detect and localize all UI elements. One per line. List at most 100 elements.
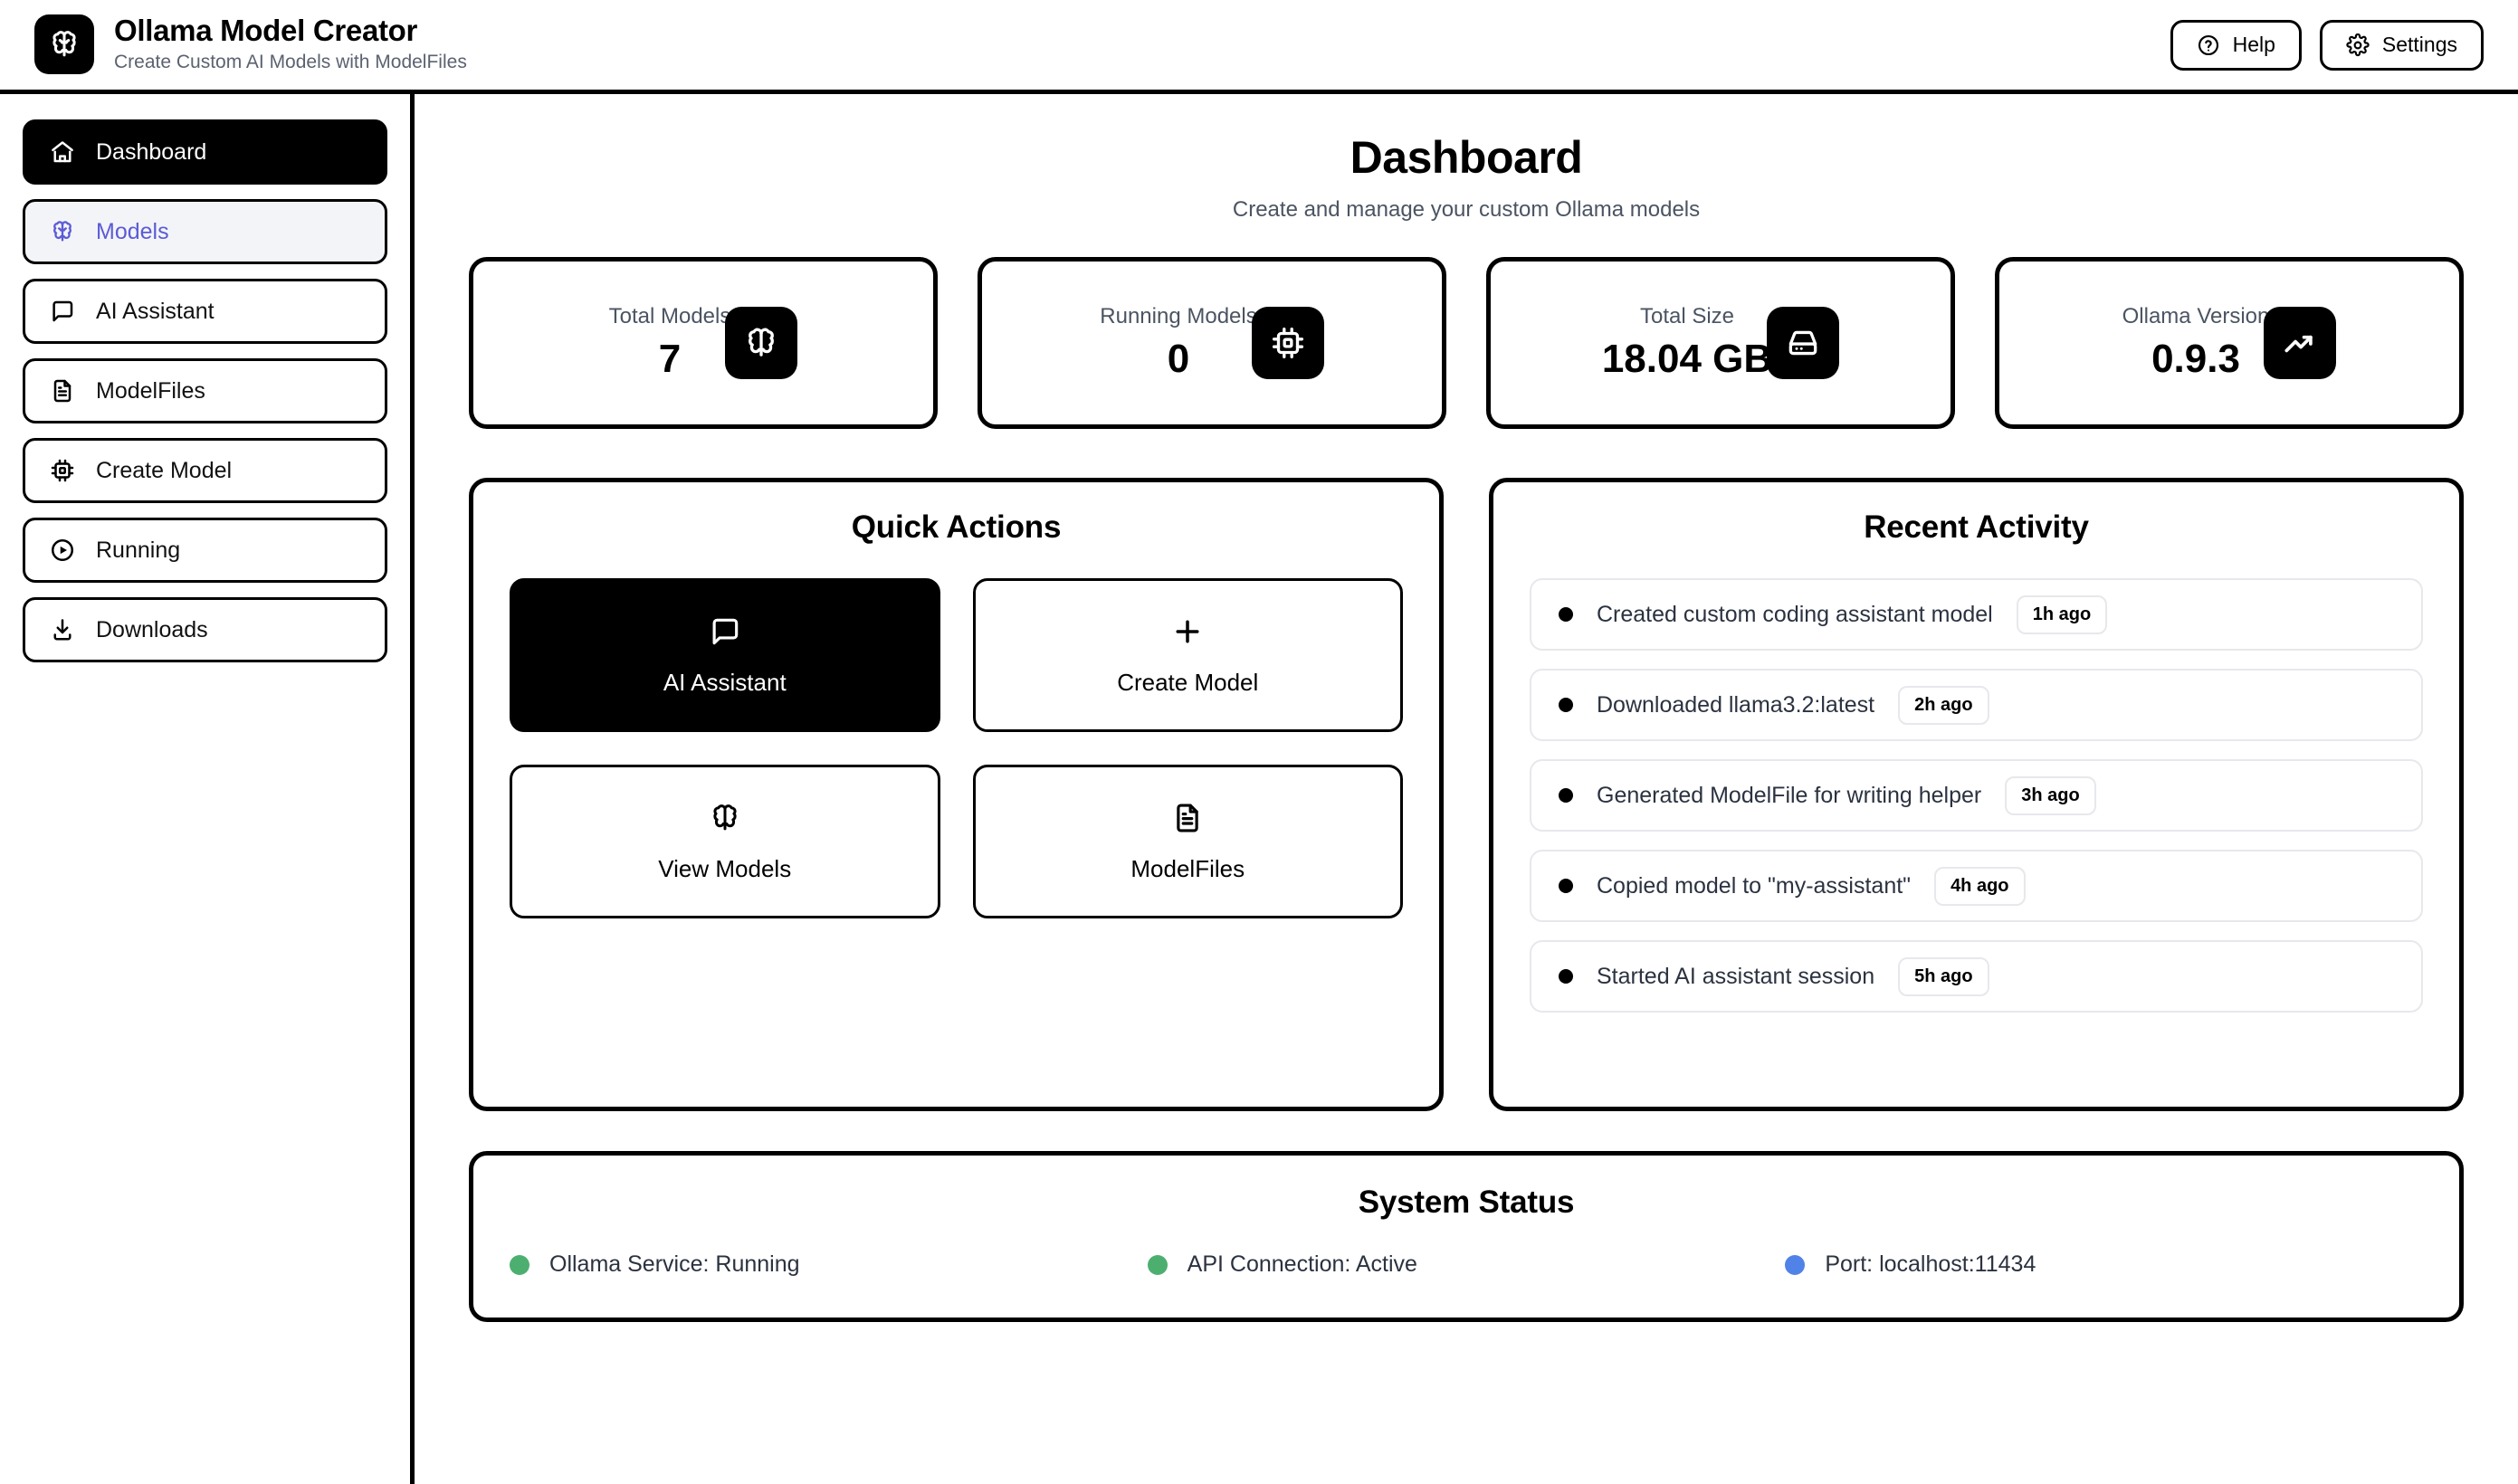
activity-text: Copied model to "my-assistant" xyxy=(1597,872,1912,899)
bullet-dot-icon xyxy=(1559,788,1573,803)
list-item[interactable]: Started AI assistant session 5h ago xyxy=(1530,940,2423,1013)
brain-icon xyxy=(49,218,76,245)
sidebar-item-label: Downloads xyxy=(96,616,208,642)
settings-button[interactable]: Settings xyxy=(2319,19,2484,71)
quick-action-create-model[interactable]: Create Model xyxy=(972,578,1403,732)
header-actions: Help Settings xyxy=(2170,19,2484,71)
quick-action-modelfiles[interactable]: ModelFiles xyxy=(972,765,1403,918)
bullet-dot-icon xyxy=(1559,607,1573,622)
app-header: Ollama Model Creator Create Custom AI Mo… xyxy=(0,0,2518,94)
chat-icon xyxy=(708,614,742,649)
sidebar: Dashboard Models AI Assistant xyxy=(0,94,415,1484)
brain-icon xyxy=(47,27,81,62)
status-dot-icon xyxy=(1147,1254,1168,1275)
stat-value: 7 xyxy=(658,336,682,381)
recent-activity-list: Created custom coding assistant model 1h… xyxy=(1530,578,2423,1013)
status-dot-icon xyxy=(1785,1254,1806,1275)
quick-action-label: Create Model xyxy=(1117,668,1259,696)
quick-action-label: View Models xyxy=(658,854,792,882)
help-button[interactable]: Help xyxy=(2170,19,2302,71)
sidebar-item-modelfiles[interactable]: ModelFiles xyxy=(23,358,387,423)
system-status-panel: System Status Ollama Service: Running AP… xyxy=(469,1151,2464,1322)
panels-row: Quick Actions AI Assistant xyxy=(469,478,2464,1111)
app-shell: Dashboard Models AI Assistant xyxy=(0,94,2518,1484)
system-status-title: System Status xyxy=(1358,1184,1575,1220)
activity-time-badge: 4h ago xyxy=(1934,866,2026,906)
stat-value: 18.04 GB xyxy=(1601,336,1773,381)
list-item[interactable]: Copied model to "my-assistant" 4h ago xyxy=(1530,850,2423,922)
activity-time-badge: 3h ago xyxy=(2005,775,2096,815)
brand-text: Ollama Model Creator Create Custom AI Mo… xyxy=(114,14,467,74)
list-item[interactable]: Downloaded llama3.2:latest 2h ago xyxy=(1530,669,2423,741)
stat-value: 0.9.3 xyxy=(2151,336,2240,381)
trending-up-icon xyxy=(2264,306,2337,379)
stats-row: Total Models 7 Running Model xyxy=(469,257,2464,429)
quick-actions-grid: AI Assistant Create Model xyxy=(510,578,1403,918)
stat-value: 0 xyxy=(1167,336,1190,381)
stat-label: Total Models xyxy=(608,303,731,328)
app-subtitle: Create Custom AI Models with ModelFiles xyxy=(114,52,467,73)
brain-icon xyxy=(708,801,742,835)
app-logo xyxy=(34,14,94,75)
quick-actions-title: Quick Actions xyxy=(851,509,1062,545)
sidebar-item-ai-assistant[interactable]: AI Assistant xyxy=(23,279,387,344)
hard-drive-icon xyxy=(1767,306,1840,379)
list-item[interactable]: Created custom coding assistant model 1h… xyxy=(1530,578,2423,651)
status-dot-icon xyxy=(510,1254,529,1275)
status-item-port: Port: localhost:11434 xyxy=(1785,1251,2423,1278)
bullet-dot-icon xyxy=(1559,879,1573,893)
chat-icon xyxy=(49,298,76,325)
home-icon xyxy=(49,138,76,166)
page-header: Dashboard Create and manage your custom … xyxy=(469,130,2464,223)
stat-label: Total Size xyxy=(1639,303,1735,328)
plus-icon xyxy=(1170,614,1205,649)
quick-action-label: ModelFiles xyxy=(1130,854,1245,882)
file-text-icon xyxy=(49,377,76,404)
activity-text: Created custom coding assistant model xyxy=(1597,601,1993,627)
sidebar-item-models[interactable]: Models xyxy=(23,199,387,264)
status-item-api-connection: API Connection: Active xyxy=(1147,1251,1786,1278)
activity-text: Generated ModelFile for writing helper xyxy=(1597,782,1982,808)
brain-icon xyxy=(725,306,798,379)
cpu-chip-icon xyxy=(49,457,76,484)
sidebar-item-dashboard[interactable]: Dashboard xyxy=(23,119,387,185)
activity-text: Downloaded llama3.2:latest xyxy=(1597,691,1875,718)
page-title: Dashboard xyxy=(1350,132,1583,183)
quick-action-view-models[interactable]: View Models xyxy=(510,765,940,918)
help-button-label: Help xyxy=(2232,33,2275,56)
recent-activity-panel: Recent Activity Created custom coding as… xyxy=(1489,478,2464,1111)
recent-activity-title: Recent Activity xyxy=(1864,509,2089,545)
sidebar-item-label: AI Assistant xyxy=(96,298,215,324)
status-text: Ollama Service: Running xyxy=(549,1251,800,1277)
quick-action-label: AI Assistant xyxy=(663,668,787,696)
sidebar-item-label: Create Model xyxy=(96,457,233,483)
sidebar-item-running[interactable]: Running xyxy=(23,518,387,583)
bullet-dot-icon xyxy=(1559,698,1573,712)
quick-action-ai-assistant[interactable]: AI Assistant xyxy=(510,578,940,732)
list-item[interactable]: Generated ModelFile for writing helper 3… xyxy=(1530,759,2423,832)
activity-time-badge: 2h ago xyxy=(1898,685,1989,725)
download-icon xyxy=(49,616,76,643)
stat-card-ollama-version: Ollama Version 0.9.3 xyxy=(1995,257,2464,429)
status-item-ollama-service: Ollama Service: Running xyxy=(510,1251,1148,1278)
quick-actions-panel: Quick Actions AI Assistant xyxy=(469,478,1444,1111)
play-circle-icon xyxy=(49,537,76,564)
system-status-row: Ollama Service: Running API Connection: … xyxy=(510,1251,2423,1278)
status-text: API Connection: Active xyxy=(1187,1251,1417,1277)
sidebar-item-create-model[interactable]: Create Model xyxy=(23,438,387,503)
sidebar-item-downloads[interactable]: Downloads xyxy=(23,597,387,662)
sidebar-item-label: Models xyxy=(96,218,169,244)
bullet-dot-icon xyxy=(1559,969,1573,984)
sidebar-item-label: Dashboard xyxy=(96,138,207,165)
stat-card-total-models: Total Models 7 xyxy=(469,257,938,429)
page-subtitle: Create and manage your custom Ollama mod… xyxy=(1232,197,1701,222)
activity-text: Started AI assistant session xyxy=(1597,963,1875,989)
app-title: Ollama Model Creator xyxy=(114,14,418,48)
stat-label: Running Models xyxy=(1100,303,1257,328)
stat-label: Ollama Version xyxy=(2122,303,2270,328)
sidebar-item-label: Running xyxy=(96,537,181,563)
gear-icon xyxy=(2346,33,2370,57)
settings-button-label: Settings xyxy=(2381,33,2457,56)
activity-time-badge: 5h ago xyxy=(1898,956,1989,996)
help-circle-icon xyxy=(2197,33,2220,57)
